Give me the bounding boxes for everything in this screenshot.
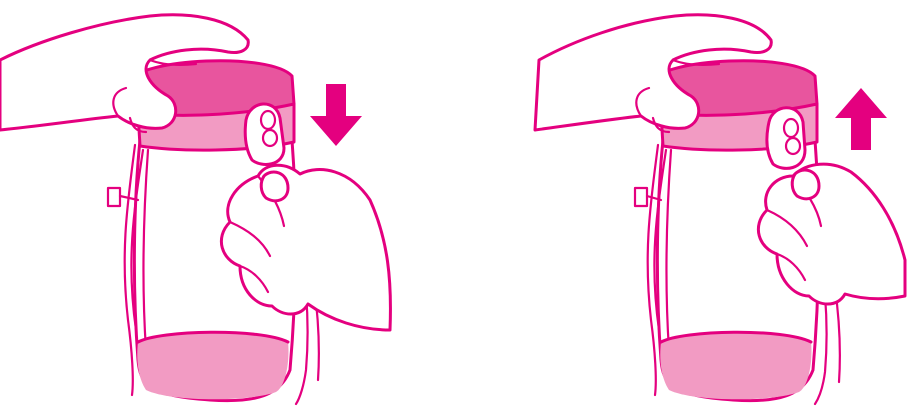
up-arrow-icon xyxy=(835,88,887,150)
lid-clip xyxy=(765,106,807,170)
upper-hand xyxy=(0,13,250,134)
pressing-hand xyxy=(219,163,392,332)
liquid xyxy=(137,332,289,400)
lid-clip xyxy=(243,102,286,166)
step-press-down-panel xyxy=(0,13,392,406)
lifting-hand xyxy=(756,162,907,306)
bottle-release-up-illustration xyxy=(533,13,907,406)
liquid xyxy=(660,332,812,400)
down-arrow-icon xyxy=(310,84,362,146)
step-release-up-panel xyxy=(455,0,910,407)
upper-hand xyxy=(533,13,773,134)
bottle-press-down-illustration xyxy=(0,13,392,406)
